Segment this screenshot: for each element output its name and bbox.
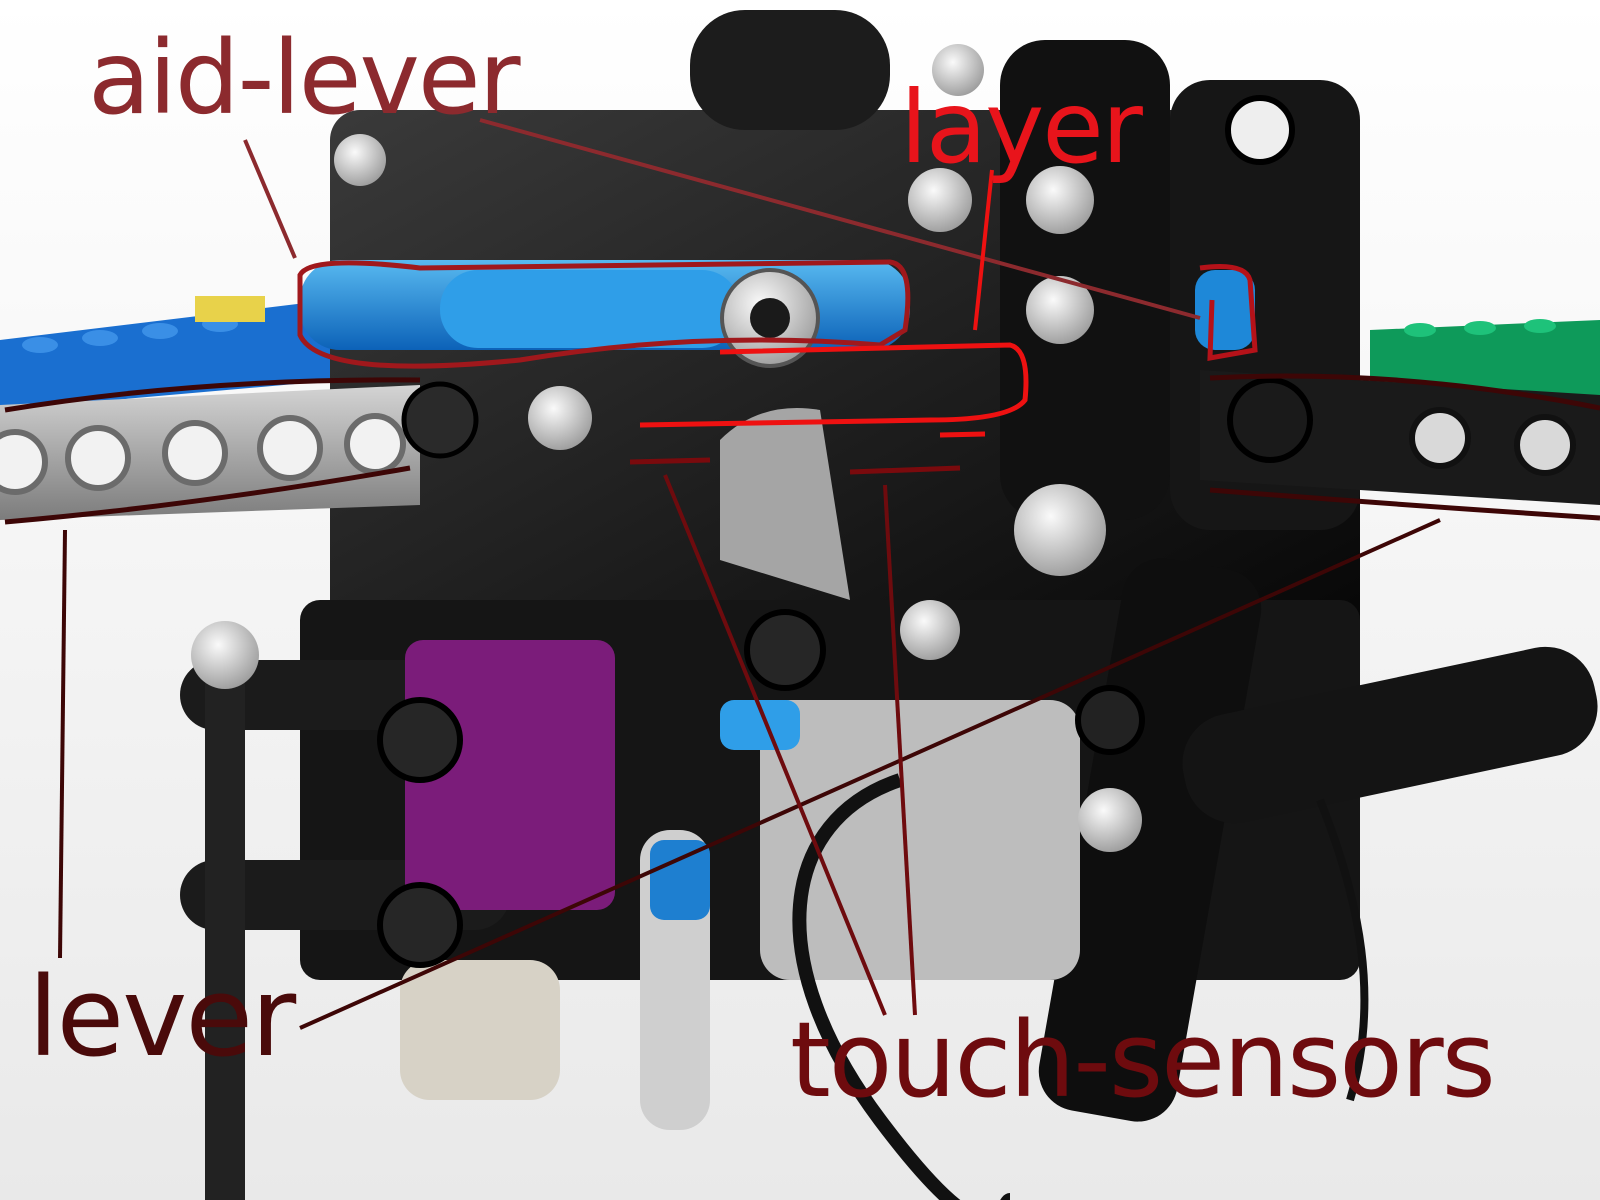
layer-leader: [973, 169, 994, 331]
grey-lever-arm: [720, 408, 850, 600]
label-layer: layer: [900, 69, 1143, 186]
label-aid-lever: aid-lever: [88, 19, 521, 138]
pin-holes: [191, 44, 1313, 968]
lever-outline-bottom-left: [4, 465, 411, 525]
touch-sensors-leader-2: [883, 484, 917, 1016]
blue-pin-lower: [650, 840, 710, 920]
aid-lever-leader-right: [479, 118, 1201, 320]
aid-lever-leader: [243, 139, 297, 259]
lever-leader-right: [299, 518, 1441, 1030]
blue-pin-middle: [720, 700, 800, 750]
vertical-beam-right: [1000, 40, 1170, 520]
left-axle: [205, 680, 245, 1200]
black-beam-holes: [1409, 407, 1576, 476]
layer-outline: [639, 342, 1029, 428]
label-lever: lever: [28, 953, 296, 1081]
label-touch-sensors: touch-sensors: [790, 999, 1496, 1121]
lever-outline-top-right: [1209, 373, 1600, 411]
grey-motor-block: [760, 700, 1080, 980]
top-connector: [690, 10, 890, 130]
green-plate-studs: [1404, 319, 1556, 337]
touch-sensors-leader-1: [663, 474, 887, 1016]
aid-lever-outline: [297, 259, 911, 369]
lever-outline-top-left: [4, 377, 421, 413]
sensor-cable: [792, 773, 1010, 1200]
grey-beam-holes: [0, 413, 406, 495]
sensor-cable-2: [1316, 798, 1369, 1102]
lever-outline-bottom-right: [1209, 487, 1600, 521]
right-lower-beam: [1182, 646, 1598, 824]
yellow-piece: [195, 296, 265, 322]
aid-lever-outline-right: [1199, 264, 1258, 362]
lever-leader-left: [58, 529, 67, 959]
purple-connector: [405, 640, 615, 910]
tan-bushings: [400, 960, 560, 1100]
blue-pin-right: [1195, 270, 1255, 350]
diagonal-beam: [1038, 558, 1262, 1122]
blue-pin-long: [440, 270, 740, 348]
